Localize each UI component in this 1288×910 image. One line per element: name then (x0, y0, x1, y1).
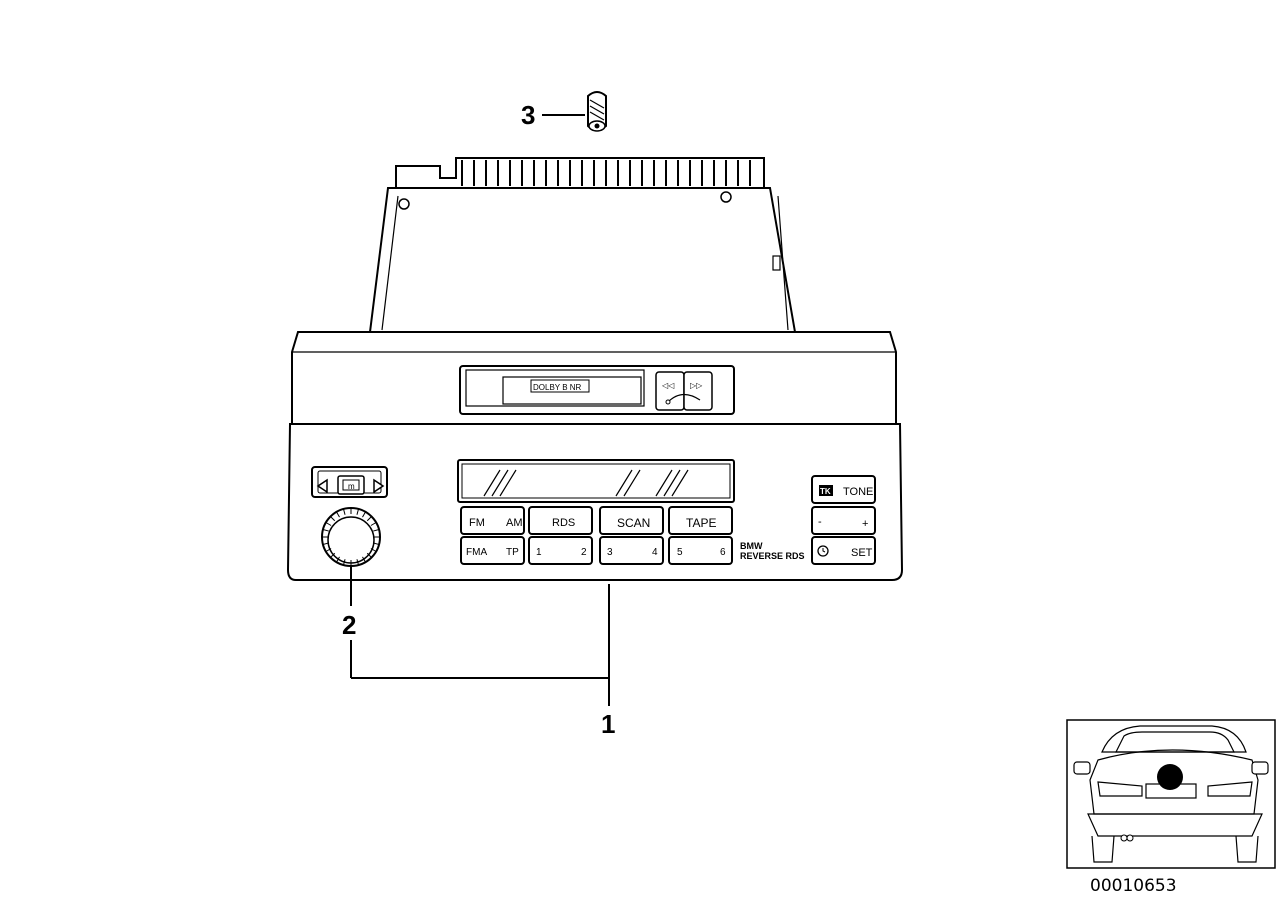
fma-tp-button[interactable] (460, 536, 525, 565)
mode-label: m (348, 482, 355, 491)
tone-icon (819, 485, 833, 496)
knob-knurl-line (322, 542, 329, 545)
callout-2: 2 (342, 610, 356, 640)
triangle-right-icon[interactable] (373, 478, 385, 494)
filled-circle-icon (1157, 764, 1183, 790)
preset-5-6-button[interactable] (668, 536, 733, 565)
preset-1-2-button[interactable] (528, 536, 593, 565)
knob-knurl-line (373, 529, 380, 532)
fm-label: FM (469, 517, 485, 529)
minus-label: - (818, 516, 822, 528)
knob-knurl-line (370, 548, 377, 552)
plus-label: + (862, 518, 868, 530)
vehicle-location-thumbnail (1066, 719, 1276, 869)
knob-knurl-line (336, 556, 340, 563)
brand-line-1: BMW (740, 541, 763, 551)
knob-knurl-line (356, 559, 359, 566)
preset-2-label: 2 (581, 547, 587, 558)
preset-3-label: 3 (607, 547, 613, 558)
tp-label: TP (506, 547, 519, 558)
rewind-icon: ◁◁ (662, 381, 675, 390)
eject-arrow-icon (667, 393, 701, 403)
display-window (457, 459, 735, 503)
knob-knurl-line (325, 522, 332, 526)
forward-button[interactable] (683, 371, 713, 411)
rds-button[interactable] (528, 506, 593, 535)
forward-icon: ▷▷ (690, 381, 703, 390)
tape-button[interactable] (668, 506, 733, 535)
fma-label: FMA (466, 547, 487, 558)
knob-knurl-line (373, 542, 380, 545)
preset-4-label: 4 (652, 547, 658, 558)
scan-label: SCAN (617, 516, 650, 530)
cassette-deck: DOLBY B NR ◁◁ ▷▷ (459, 365, 735, 415)
fm-am-button[interactable] (460, 506, 525, 535)
preset-3-4-button[interactable] (599, 536, 664, 565)
knob-knurl-line (362, 511, 366, 518)
leader-lines (350, 566, 610, 706)
knob-knurl-line (370, 522, 377, 526)
knob-knurl-line (366, 516, 372, 522)
preset-1-label: 1 (536, 547, 542, 558)
clock-set-button[interactable] (811, 536, 876, 565)
left-controls: m (311, 466, 388, 567)
part-3-pin (542, 91, 607, 132)
tone-button[interactable] (811, 475, 876, 504)
am-label: AM (506, 517, 523, 529)
callout-3: 3 (521, 100, 535, 130)
rewind-button[interactable] (655, 371, 685, 411)
knob-knurl-line (343, 508, 346, 515)
diagram-id: 00010653 (1090, 876, 1177, 896)
tone-label: TONE (843, 486, 873, 498)
knob-knurl-line (330, 516, 336, 522)
knob-knurl-line (325, 548, 332, 552)
preset-5-label: 5 (677, 547, 683, 558)
brand-line-2: REVERSE RDS (740, 551, 805, 561)
preset-6-label: 6 (720, 547, 726, 558)
callout-1: 1 (601, 709, 615, 739)
scan-button[interactable] (599, 506, 664, 535)
knob-knurl-line (330, 552, 336, 558)
knob-knurl-line (366, 552, 372, 558)
triangle-left-icon[interactable] (316, 478, 328, 494)
radio-chassis (368, 157, 797, 333)
minus-plus-button[interactable] (811, 506, 876, 535)
knob-knurl-line (362, 556, 366, 563)
button-grid: FM AM RDS SCAN TAPE FMA TP 1 2 3 4 5 6 (460, 506, 733, 565)
tape-label: TAPE (686, 516, 716, 530)
knob-knurl-line (336, 511, 340, 518)
knob-knurl-line (356, 508, 359, 515)
dolby-label: DOLBY B NR (533, 383, 582, 392)
right-controls: TK TONE - + SET (811, 475, 876, 565)
knob-knurl-line (322, 529, 329, 532)
rds-label: RDS (552, 517, 575, 529)
svg-text:TK: TK (820, 487, 831, 496)
set-label: SET (851, 547, 873, 559)
volume-knob[interactable] (321, 507, 381, 567)
knob-knurl-line (343, 559, 346, 566)
clock-icon (817, 545, 829, 557)
